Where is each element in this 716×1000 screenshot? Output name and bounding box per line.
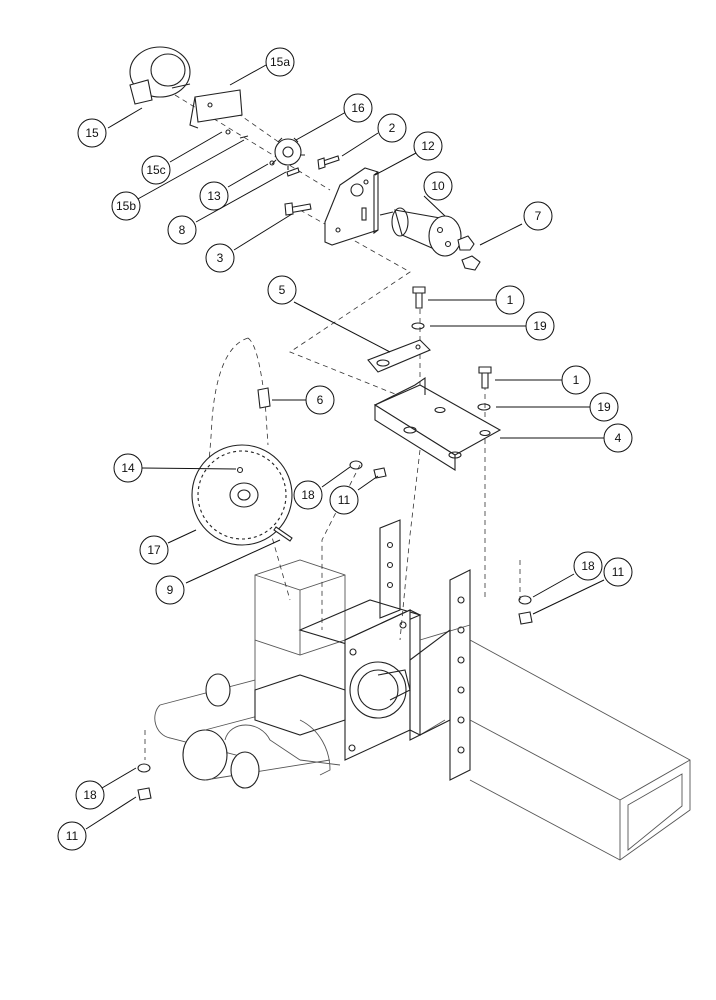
motor-part-10 (379, 207, 462, 257)
callout-6: 6 (305, 385, 335, 415)
callout-19-lower: 19 (589, 392, 619, 422)
wing-nuts-part-7 (457, 235, 481, 271)
bolt-washer-upper (411, 286, 426, 330)
callout-4: 4 (603, 423, 633, 453)
bolt-part-2 (317, 155, 340, 170)
sprocket-part-16 (271, 137, 305, 170)
callout-label: 2 (389, 121, 396, 135)
callout-1-upper: 1 (495, 285, 525, 315)
callout-16: 16 (343, 93, 373, 123)
callout-label: 11 (338, 493, 351, 507)
gearbox-and-frame (154, 519, 691, 861)
callout-8: 8 (167, 215, 197, 245)
callout-15b: 15b (111, 191, 141, 221)
small-fasteners-15b-15c-13 (225, 129, 275, 166)
callout-17: 17 (139, 535, 169, 565)
callout-label: 17 (147, 543, 161, 557)
callout-label: 14 (121, 461, 135, 475)
callout-label: 10 (431, 179, 445, 193)
callout-label: 18 (301, 488, 315, 502)
key-part-9 (273, 526, 293, 542)
bracket-part-4 (373, 376, 502, 471)
callout-19-upper: 19 (525, 311, 555, 341)
callout-label: 18 (83, 788, 97, 802)
plate-part-5 (367, 339, 431, 373)
callouts: 15 15a 15b 15c 16 13 2 12 8 3 10 7 5 1 1… (57, 47, 633, 851)
plate-part-15a (189, 89, 243, 129)
callout-18-right: 18 (573, 551, 603, 581)
bracket-part-12 (324, 167, 379, 246)
bolt-part-3 (284, 202, 312, 216)
callout-label: 7 (535, 209, 542, 223)
callout-label: 19 (597, 400, 611, 414)
callout-label: 4 (615, 431, 622, 445)
nuts-mid (349, 460, 387, 479)
callout-7: 7 (523, 201, 553, 231)
callout-10: 10 (423, 171, 453, 201)
callout-label: 15a (270, 55, 290, 69)
nuts-bottom-left (137, 763, 152, 801)
callout-5: 5 (267, 275, 297, 305)
callout-label: 12 (421, 139, 435, 153)
callout-label: 16 (351, 101, 365, 115)
callout-15c: 15c (141, 155, 171, 185)
bolt-washer-lower (477, 366, 492, 411)
callout-label: 3 (217, 251, 224, 265)
callout-18-bottom: 18 (75, 780, 105, 810)
callout-label: 1 (507, 293, 514, 307)
callout-label: 8 (179, 223, 186, 237)
callout-label: 11 (66, 829, 79, 843)
callout-14: 14 (113, 453, 143, 483)
callout-11-right: 11 (603, 557, 633, 587)
callout-label: 15c (146, 163, 165, 177)
callout-12: 12 (413, 131, 443, 161)
callout-label: 6 (317, 393, 324, 407)
sprocket-part-17 (191, 444, 293, 546)
callout-label: 13 (207, 189, 221, 203)
callout-9: 9 (155, 575, 185, 605)
callout-label: 19 (533, 319, 547, 333)
callout-label: 15 (85, 126, 99, 140)
callout-label: 9 (167, 583, 174, 597)
callout-11-bottom: 11 (57, 821, 87, 851)
callout-15a: 15a (265, 47, 295, 77)
collar-part-15 (129, 46, 191, 105)
callout-label: 5 (279, 283, 286, 297)
callout-15: 15 (77, 118, 107, 148)
callout-13: 13 (199, 181, 229, 211)
callout-11-mid: 11 (329, 485, 359, 515)
callout-18-mid: 18 (293, 480, 323, 510)
callout-label: 18 (581, 559, 595, 573)
callout-leaders (85, 64, 605, 830)
callout-1-lower: 1 (561, 365, 591, 395)
callout-label: 15b (116, 199, 136, 213)
nuts-right (518, 595, 533, 625)
callout-3: 3 (205, 243, 235, 273)
callout-label: 1 (573, 373, 580, 387)
callout-2: 2 (377, 113, 407, 143)
key-part-8 (286, 167, 300, 177)
callout-label: 11 (612, 565, 625, 579)
